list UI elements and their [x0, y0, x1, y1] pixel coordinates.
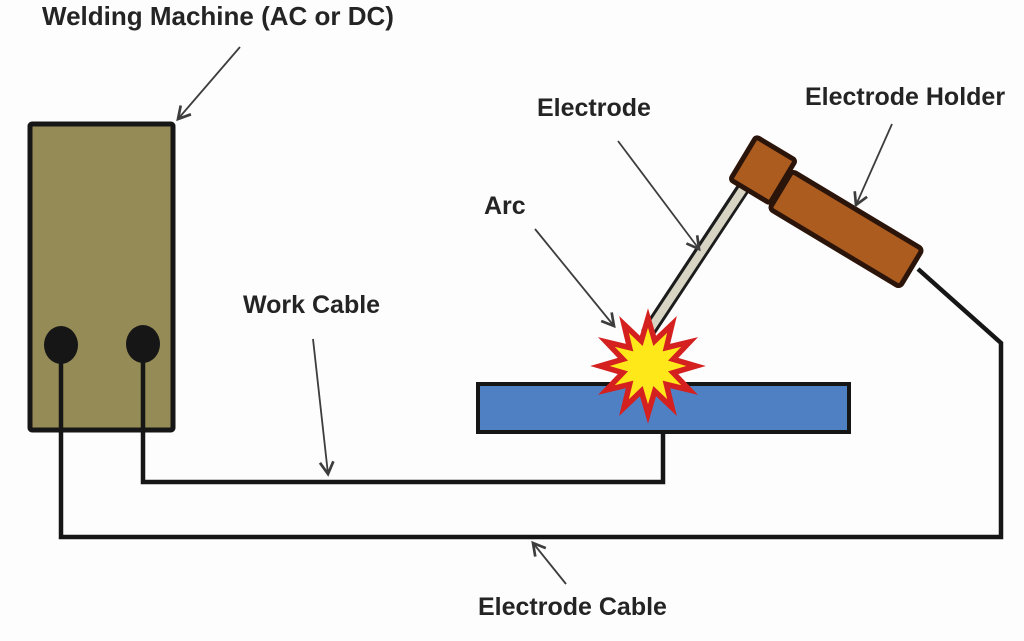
electrode-label: Electrode: [537, 94, 651, 122]
work-cable-label: Work Cable: [243, 291, 381, 319]
electrode-holder-handle: [768, 169, 924, 289]
work-cable-line: [140, 344, 666, 485]
electrode-holder-arrow: [853, 123, 893, 208]
electrode-arrow: [617, 140, 701, 252]
electrode-cable-label: Electrode Cable: [478, 593, 667, 621]
electrode-cable-arrow: [531, 540, 567, 585]
arc-spark: [590, 308, 706, 424]
arc-arrow: [534, 228, 616, 329]
welding-machine-box: [27, 121, 176, 433]
terminal-right: [126, 325, 160, 363]
work-cable-arrow: [312, 338, 335, 477]
electrode-holder-label: Electrode Holder: [805, 83, 1006, 111]
welding-machine-arrow: [176, 46, 241, 122]
terminal-left: [44, 326, 78, 364]
arc-label: Arc: [484, 192, 526, 220]
welding-machine-label: Welding Machine (AC or DC): [42, 1, 394, 31]
electrode-stick: [645, 186, 747, 334]
electrode-cable-line: [58, 267, 1004, 540]
electrode-holder-head: [729, 135, 797, 205]
